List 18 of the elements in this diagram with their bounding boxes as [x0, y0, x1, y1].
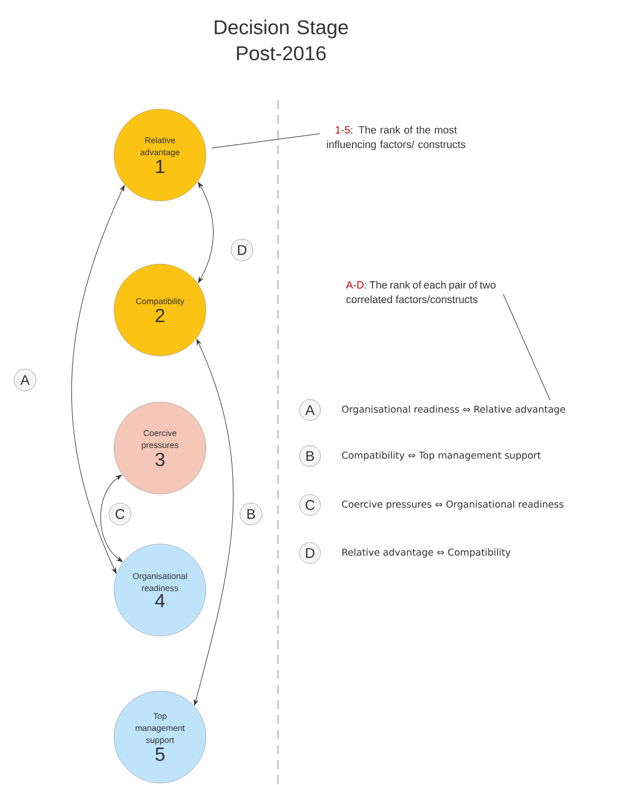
letter-badge: D [230, 238, 254, 262]
pair-text: Coercive pressures ⇔ Organisational readiness [342, 500, 564, 510]
pair-text: Organisational readiness ⇔ Relative advantage [342, 405, 566, 415]
letter-badge: A [299, 399, 321, 421]
pair-text: Compatibility ⇔ Top management support [342, 451, 541, 461]
title: Decision Stage Post-2016 [214, 20, 348, 60]
pair-text: Relative advantage ⇔ Compatibility [342, 548, 511, 558]
letter-badge: B [299, 445, 321, 467]
leader-line [502, 294, 550, 400]
leader-line [211, 133, 320, 148]
letter-badge: B [240, 502, 262, 526]
double-arrow [198, 182, 214, 284]
letter-badge: D [299, 542, 321, 564]
letter-badge: A [14, 368, 36, 392]
letter-badge: C [108, 502, 132, 526]
note-text: 1-5: The rank of the most influencing factors/ constructs [326, 126, 466, 150]
letter-badge: C [299, 494, 321, 516]
note-text: A-D: The rank of each pair of two correlated factors/constructs [346, 280, 496, 304]
